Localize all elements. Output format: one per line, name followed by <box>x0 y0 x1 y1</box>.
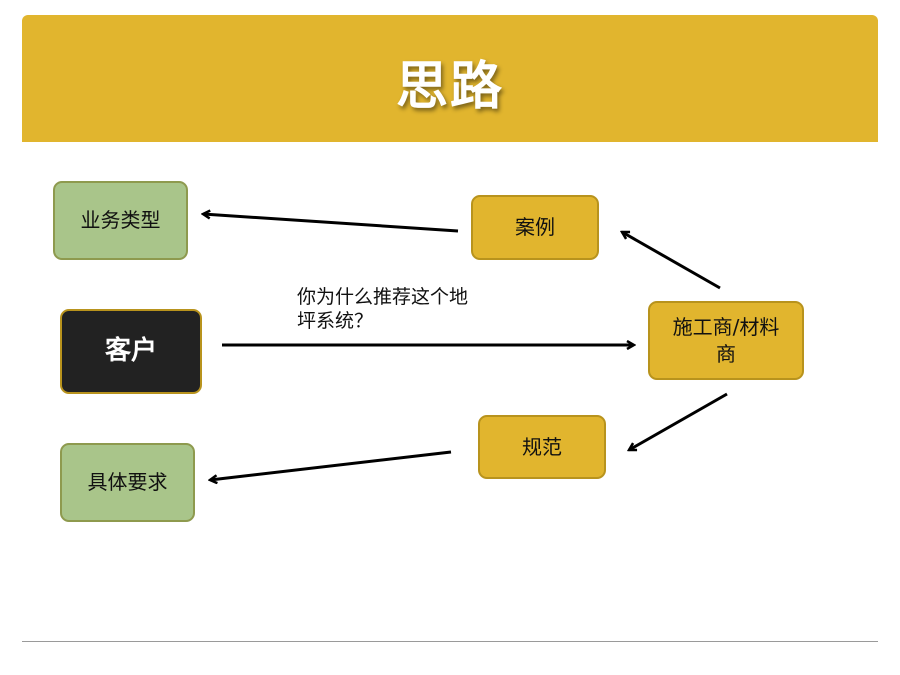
node-requirements-label: 具体要求 <box>87 470 168 494</box>
node-cases: 案例 <box>471 195 599 260</box>
node-business-type: 业务类型 <box>53 181 188 260</box>
arrow-contractor-to-cases <box>622 230 721 290</box>
node-business-type-label: 业务类型 <box>80 208 161 232</box>
node-customer: 客户 <box>60 309 202 394</box>
node-specs: 规范 <box>478 415 606 479</box>
node-requirements: 具体要求 <box>60 443 195 522</box>
node-contractor-label: 施工商/材料商 <box>672 314 780 366</box>
node-cases-label: 案例 <box>515 215 555 239</box>
node-contractor: 施工商/材料商 <box>648 301 804 380</box>
node-customer-label: 客户 <box>104 336 157 366</box>
slide-title: 思路 <box>395 57 504 117</box>
arrow-contractor-to-specs <box>629 392 728 452</box>
arrow-specs-to-requirements <box>210 450 452 480</box>
title-banner: 思路 <box>22 15 878 142</box>
node-specs-label: 规范 <box>522 434 562 459</box>
arrow-cases-to-business-type <box>203 214 459 233</box>
question-annotation: 你为什么推荐这个地坪系统？ <box>297 286 469 332</box>
footer-divider <box>22 641 878 642</box>
